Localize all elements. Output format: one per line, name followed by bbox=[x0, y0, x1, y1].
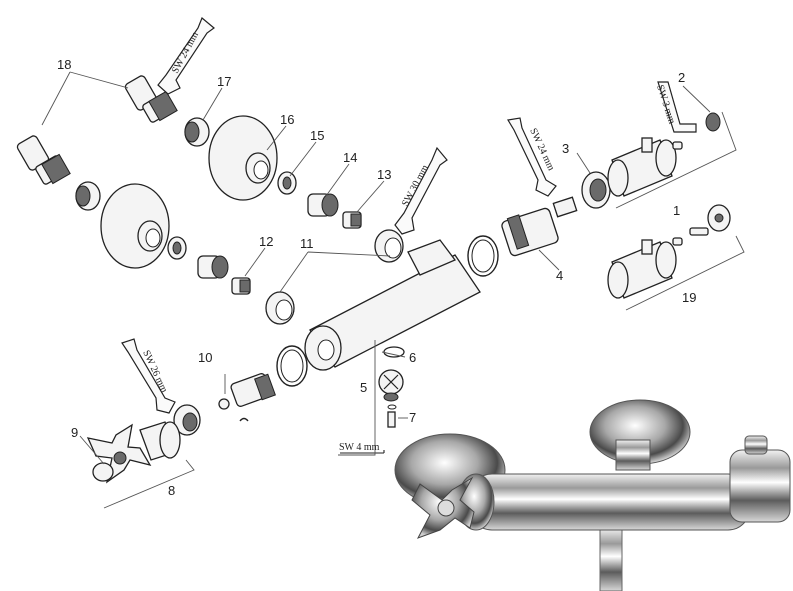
installed-mixer-photo bbox=[394, 399, 791, 591]
wrench-sw30 bbox=[394, 146, 448, 235]
tool-labels: SW 24 mm SW 30 mm SW 24 mm SW 26 mm SW 3… bbox=[140, 30, 677, 453]
check-valve-lower bbox=[231, 277, 251, 295]
union-nut-lower bbox=[265, 291, 295, 325]
thermostat-handle bbox=[607, 137, 677, 197]
cross-handle-9 bbox=[86, 423, 152, 484]
nipple-upper bbox=[307, 193, 339, 217]
nipple-lower bbox=[197, 255, 229, 279]
mixer-body-tube bbox=[304, 239, 481, 371]
washer-10 bbox=[218, 398, 230, 410]
wall-rosette-lower bbox=[100, 183, 170, 269]
o-ring-6 bbox=[383, 346, 405, 358]
spindle-cartridge bbox=[230, 373, 276, 407]
callout-1: 1 bbox=[673, 203, 680, 218]
callout-15: 15 bbox=[310, 128, 324, 143]
filter-sieve-lower bbox=[75, 181, 101, 211]
check-valve-upper bbox=[342, 211, 362, 229]
replacement-handle bbox=[607, 239, 677, 299]
callout-13: 13 bbox=[377, 167, 391, 182]
hex-key-sw3 bbox=[657, 81, 697, 133]
cap-2 bbox=[705, 112, 721, 132]
leader-lines bbox=[41, 71, 745, 509]
callout-7: 7 bbox=[409, 410, 416, 425]
adapter-ring bbox=[581, 171, 611, 209]
wrench-sw26 bbox=[121, 338, 176, 414]
callout-labels: 18 17 16 15 14 13 11 12 4 3 2 1 19 6 5 7… bbox=[57, 57, 696, 498]
spindle-extension-8 bbox=[139, 421, 181, 461]
grub-screw-1 bbox=[672, 141, 683, 150]
o-ring-right bbox=[467, 235, 499, 277]
label-sw24-upper: SW 24 mm bbox=[170, 30, 201, 75]
callout-6: 6 bbox=[409, 350, 416, 365]
callout-17: 17 bbox=[217, 74, 231, 89]
wall-rosette-upper bbox=[208, 115, 278, 201]
adapter-19 bbox=[707, 204, 731, 232]
callout-10: 10 bbox=[198, 350, 212, 365]
cap-9 bbox=[92, 462, 114, 482]
callout-4: 4 bbox=[556, 268, 563, 283]
wrench-sw24-upper bbox=[157, 17, 215, 95]
label-sw4: SW 4 mm bbox=[339, 442, 380, 453]
callout-16: 16 bbox=[280, 112, 294, 127]
thermostatic-cartridge bbox=[501, 196, 578, 257]
callout-11: 11 bbox=[300, 236, 314, 251]
lower-cartridge-body bbox=[173, 404, 201, 436]
screw-7 bbox=[387, 404, 397, 428]
callout-19: 19 bbox=[682, 290, 696, 305]
union-nut-upper bbox=[374, 229, 404, 263]
callout-3: 3 bbox=[562, 141, 569, 156]
o-ring-left bbox=[276, 345, 308, 387]
filter-sieve-upper bbox=[184, 117, 210, 147]
callout-8: 8 bbox=[168, 483, 175, 498]
check-valve-5 bbox=[378, 369, 404, 402]
callout-18: 18 bbox=[57, 57, 71, 72]
callout-14: 14 bbox=[343, 150, 357, 165]
clip-10 bbox=[239, 417, 249, 422]
callout-2: 2 bbox=[678, 70, 685, 85]
callout-5: 5 bbox=[360, 380, 367, 395]
wrench-sw24-right bbox=[507, 117, 557, 197]
callout-12: 12 bbox=[259, 234, 273, 249]
seal-lower bbox=[167, 236, 187, 260]
screw-19 bbox=[672, 227, 709, 246]
seal-upper bbox=[277, 171, 297, 195]
callout-9: 9 bbox=[71, 425, 78, 440]
s-union-connector-upper bbox=[124, 75, 178, 123]
s-union-connector-lower bbox=[16, 135, 71, 185]
hex-key-sw4 bbox=[340, 450, 385, 454]
